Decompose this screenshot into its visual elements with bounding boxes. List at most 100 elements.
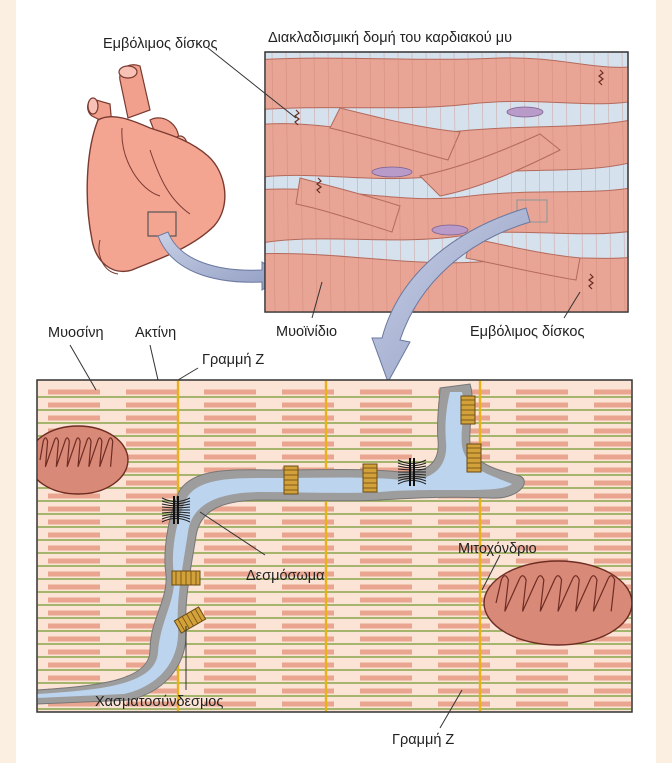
myosin-filament	[48, 585, 100, 590]
myosin-filament	[516, 429, 568, 434]
label-intercalated-disc-top: Εμβόλιμος δίσκος	[103, 36, 217, 52]
myosin-filament	[126, 494, 178, 499]
myosin-filament	[126, 403, 178, 408]
myosin-filament	[360, 520, 412, 525]
myosin-filament	[204, 611, 256, 616]
myosin-filament	[48, 390, 100, 395]
myosin-filament	[360, 702, 412, 707]
gap-junction	[461, 396, 475, 424]
myosin-filament	[516, 533, 568, 538]
myosin-filament	[204, 676, 256, 681]
myosin-filament	[360, 624, 412, 629]
myosin-filament	[594, 481, 646, 486]
myosin-filament	[516, 507, 568, 512]
myosin-filament	[204, 650, 256, 655]
myosin-filament	[360, 546, 412, 551]
myosin-filament	[594, 468, 646, 473]
myosin-filament	[594, 650, 646, 655]
myosin-filament	[360, 403, 412, 408]
myosin-filament	[438, 611, 490, 616]
myosin-filament	[360, 455, 412, 460]
myosin-filament	[360, 572, 412, 577]
myosin-filament	[594, 559, 646, 564]
myosin-filament	[516, 494, 568, 499]
myosin-filament	[204, 559, 256, 564]
myosin-filament	[48, 416, 100, 421]
label-z-line-bottom: Γραμμή Ζ	[392, 732, 454, 748]
myosin-filament	[360, 637, 412, 642]
label-mitochondrion: Μιτοχόνδριο	[458, 541, 537, 557]
myosin-filament	[516, 663, 568, 668]
myosin-filament	[204, 442, 256, 447]
mitochondrion-left	[28, 426, 128, 494]
myosin-filament	[48, 650, 100, 655]
myosin-filament	[438, 689, 490, 694]
myosin-filament	[438, 702, 490, 707]
myosin-filament	[48, 546, 100, 551]
myosin-filament	[516, 390, 568, 395]
myosin-filament	[438, 507, 490, 512]
myosin-filament	[204, 416, 256, 421]
myosin-filament	[48, 559, 100, 564]
myosin-filament	[204, 546, 256, 551]
myosin-filament	[594, 429, 646, 434]
myosin-filament	[594, 403, 646, 408]
myosin-filament	[126, 468, 178, 473]
myosin-filament	[516, 403, 568, 408]
myosin-filament	[48, 637, 100, 642]
myosin-filament	[516, 702, 568, 707]
myosin-filament	[48, 520, 100, 525]
myosin-filament	[594, 455, 646, 460]
myosin-filament	[594, 663, 646, 668]
myosin-filament	[48, 507, 100, 512]
myosin-filament	[360, 507, 412, 512]
myosin-filament	[594, 416, 646, 421]
myosin-filament	[360, 416, 412, 421]
myosin-filament	[360, 611, 412, 616]
myosin-filament	[360, 663, 412, 668]
myosin-filament	[204, 663, 256, 668]
myosin-filament	[438, 676, 490, 681]
myosin-filament	[594, 676, 646, 681]
myosin-filament	[48, 676, 100, 681]
myosin-filament	[594, 546, 646, 551]
mitochondrion-right	[484, 561, 632, 645]
myosin-filament	[438, 598, 490, 603]
myosin-filament	[126, 416, 178, 421]
nucleus	[372, 167, 412, 177]
myosin-filament	[360, 689, 412, 694]
myosin-filament	[438, 572, 490, 577]
myosin-filament	[360, 598, 412, 603]
myosin-filament	[594, 689, 646, 694]
myosin-filament	[204, 403, 256, 408]
myosin-filament	[438, 624, 490, 629]
myosin-filament	[438, 637, 490, 642]
myosin-filament	[204, 598, 256, 603]
myosin-filament	[438, 520, 490, 525]
muscle-fiber	[255, 58, 640, 110]
label-branching-title: Διακλαδισμική δομή του καρδιακού μυ	[268, 30, 512, 46]
myosin-filament	[204, 689, 256, 694]
myosin-filament	[438, 559, 490, 564]
myosin-filament	[48, 624, 100, 629]
myosin-filament	[594, 533, 646, 538]
myosin-filament	[516, 689, 568, 694]
myosin-filament	[126, 455, 178, 460]
myosin-filament	[204, 624, 256, 629]
myosin-filament	[126, 442, 178, 447]
myosin-filament	[204, 533, 256, 538]
myosin-filament	[126, 429, 178, 434]
myosin-filament	[360, 442, 412, 447]
myosin-filament	[516, 416, 568, 421]
branching-muscle-panel	[255, 52, 640, 320]
myosin-filament	[48, 598, 100, 603]
myosin-filament	[204, 455, 256, 460]
myosin-filament	[594, 507, 646, 512]
label-z-line-top: Γραμμή Ζ	[202, 352, 264, 368]
myosin-filament	[516, 520, 568, 525]
myosin-filament	[360, 676, 412, 681]
myosin-filament	[126, 481, 178, 486]
myosin-filament	[438, 663, 490, 668]
ultrastructure-panel	[28, 380, 646, 712]
